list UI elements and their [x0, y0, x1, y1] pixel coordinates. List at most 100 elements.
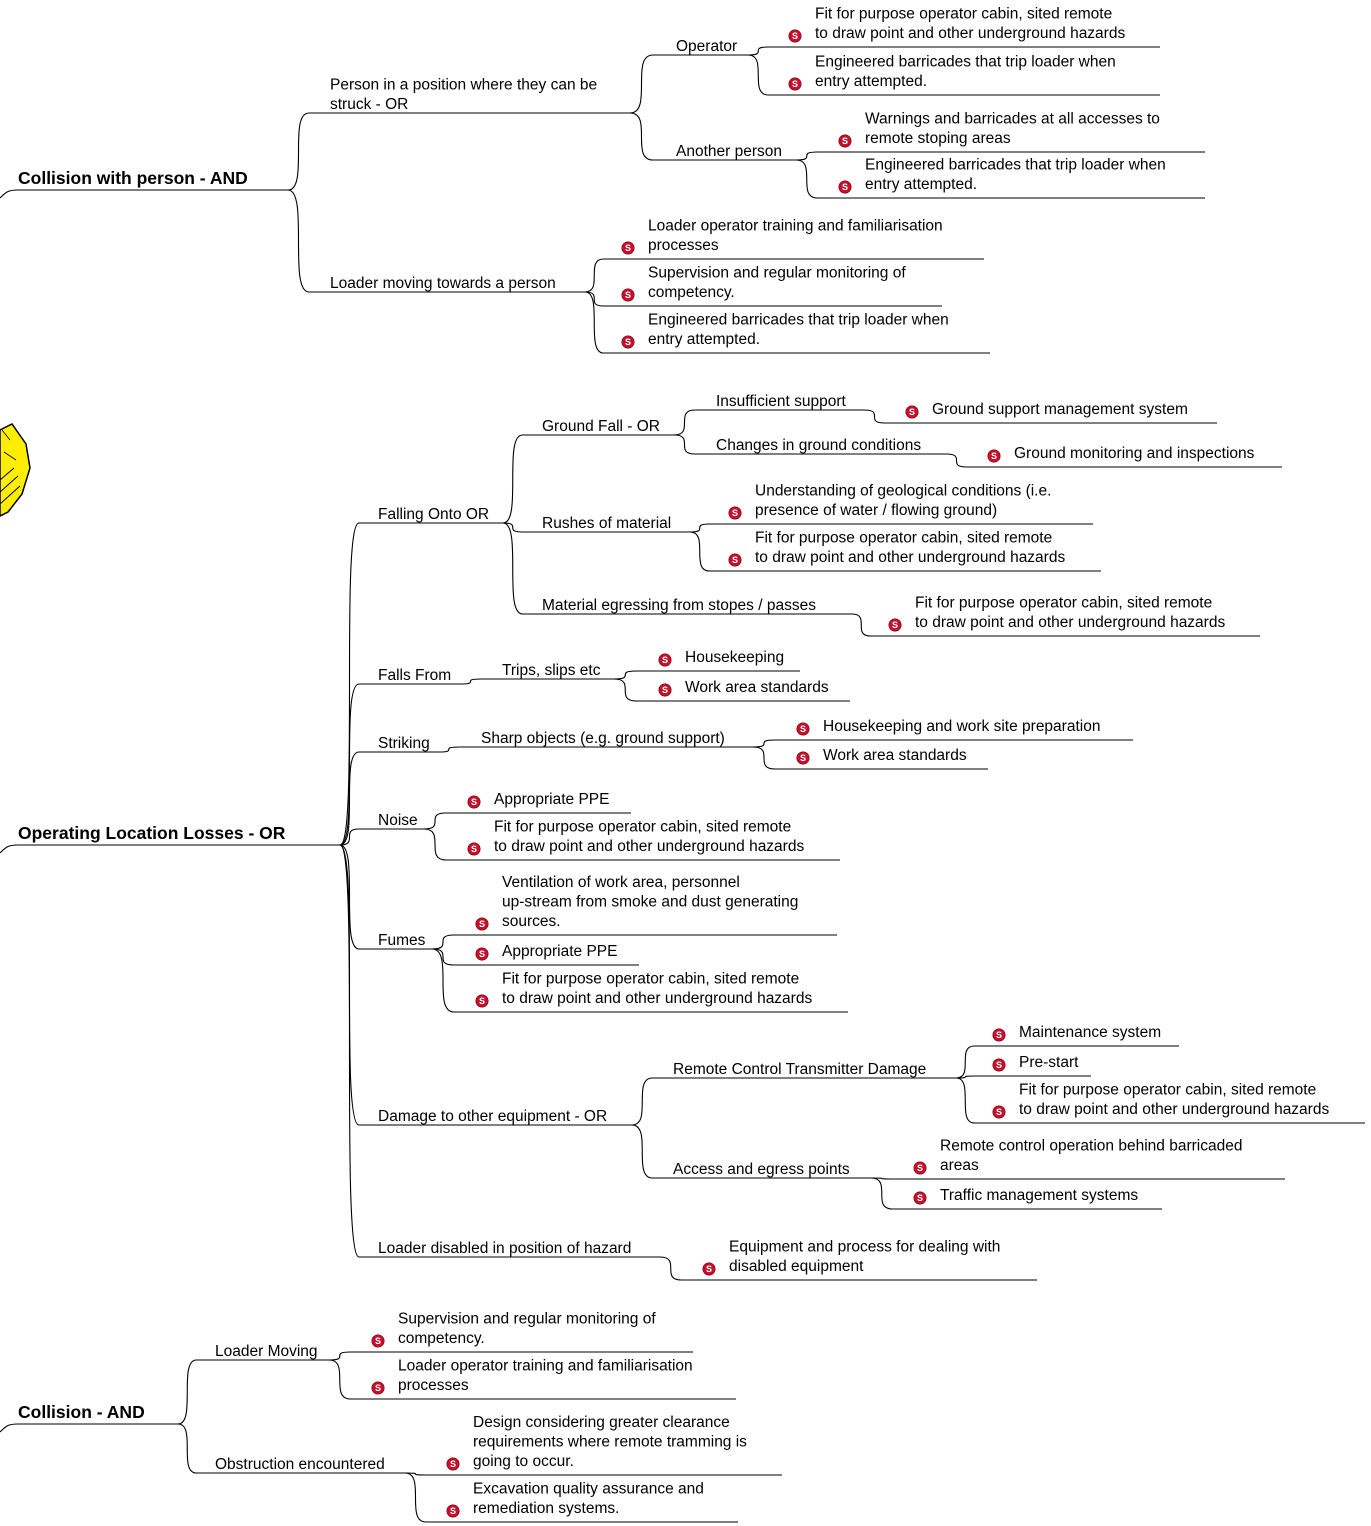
control-s-icon: S [621, 241, 635, 255]
branch-underline [0, 844, 340, 854]
control-label-line: entry attempted. [815, 73, 927, 90]
control-label: Fit for purpose operator cabin, sited re… [502, 971, 812, 1008]
node-fr-line: Rushes of material [542, 515, 671, 532]
control-label-line: Excavation quality assurance and [473, 1481, 704, 1498]
svg-text:S: S [792, 31, 798, 41]
node-fg2-line: Changes in ground conditions [716, 437, 921, 454]
control-label-line: remote stoping areas [865, 130, 1011, 147]
node-ft-line: Trips, slips etc [502, 662, 601, 679]
connector [404, 1472, 447, 1476]
control-label-line: areas [940, 1157, 979, 1174]
control-s-icon: S [467, 842, 481, 856]
connector [747, 54, 789, 96]
svg-text:S: S [917, 1163, 923, 1173]
connector [431, 948, 476, 1013]
connector [673, 409, 716, 436]
svg-text:S: S [842, 136, 848, 146]
control-s-icon: S [475, 917, 489, 931]
connector [423, 812, 468, 830]
control-label-line: Fit for purpose operator cabin, sited re… [494, 819, 791, 836]
node-ff: Falls From [378, 667, 451, 684]
control-s-icon: S [371, 1381, 385, 1395]
control-label-line: going to occur. [473, 1453, 574, 1470]
control-s-icon: S [728, 553, 742, 567]
control-label-line: sources. [502, 913, 561, 930]
control-label-line: Remote control operation behind barricad… [940, 1138, 1242, 1155]
connector [613, 670, 659, 680]
control-label: Maintenance system [1019, 1024, 1161, 1041]
control-label-line: Fit for purpose operator cabin, sited re… [915, 595, 1212, 612]
connector [689, 531, 729, 572]
control-s-icon: S [788, 77, 802, 91]
svg-text:S: S [996, 1107, 1002, 1117]
connector [945, 453, 988, 468]
branch-collision-with-person: Collision with person - AND [18, 168, 248, 188]
control-label: Understanding of geological conditions (… [755, 483, 1051, 520]
control-s-icon: S [796, 722, 810, 736]
connector [287, 112, 330, 191]
svg-text:S: S [479, 919, 485, 929]
branch-underline [0, 1423, 178, 1433]
control-label-line: Fit for purpose operator cabin, sited re… [502, 971, 799, 988]
svg-text:S: S [842, 182, 848, 192]
svg-text:S: S [706, 1264, 712, 1274]
connector-lines [0, 46, 1365, 1523]
svg-text:S: S [471, 797, 477, 807]
connector [287, 189, 330, 293]
connector [863, 409, 906, 424]
control-label-line: Fit for purpose operator cabin, sited re… [1019, 1082, 1316, 1099]
control-label-line: Ground support management system [932, 401, 1188, 418]
control-label: Engineered barricades that trip loader w… [815, 54, 1116, 91]
branch-operating-location-losses: Operating Location Losses - OR [18, 823, 286, 843]
connector [659, 1256, 703, 1281]
control-label-line: Understanding of geological conditions (… [755, 483, 1051, 500]
node-p1b-line: Another person [676, 143, 782, 160]
connector [955, 1075, 993, 1079]
connector [955, 1077, 993, 1124]
node-f-line: Falling Onto OR [378, 506, 489, 523]
node-ff-line: Falls From [378, 667, 451, 684]
node-ae: Access and egress points [673, 1161, 850, 1178]
control-label-line: Engineered barricades that trip loader w… [865, 157, 1166, 174]
control-s-icon: S [658, 683, 672, 697]
control-s-icon: S [913, 1161, 927, 1175]
control-label-line: Appropriate PPE [502, 943, 617, 960]
svg-text:S: S [662, 655, 668, 665]
node-no: Noise [378, 812, 418, 829]
control-label: Fit for purpose operator cabin, sited re… [755, 530, 1065, 567]
svg-text:S: S [991, 451, 997, 461]
node-ob: Obstruction encountered [215, 1456, 385, 1473]
control-label: Fit for purpose operator cabin, sited re… [915, 595, 1225, 632]
connector [629, 112, 676, 161]
svg-text:S: S [662, 685, 668, 695]
control-label-line: Supervision and regular monitoring of [398, 1311, 656, 1328]
control-label-line: up-stream from smoke and dust generating [502, 894, 798, 911]
node-ld-line: Loader disabled in position of hazard [378, 1240, 631, 1257]
control-s-icon: S [371, 1334, 385, 1348]
control-label-line: Loader operator training and familiarisa… [398, 1358, 693, 1375]
control-label-line: Pre-start [1019, 1054, 1079, 1071]
svg-text:S: S [792, 79, 798, 89]
control-label-line: Supervision and regular monitoring of [648, 265, 906, 282]
connector [851, 613, 889, 637]
control-s-icon: S [992, 1028, 1006, 1042]
control-label-line: to draw point and other underground haza… [815, 25, 1125, 42]
control-label: Fit for purpose operator cabin, sited re… [1019, 1082, 1329, 1119]
control-label-line: Ground monitoring and inspections [1014, 445, 1255, 462]
control-s-icon: S [796, 751, 810, 765]
control-label: Fit for purpose operator cabin, sited re… [494, 819, 804, 856]
control-label-line: Engineered barricades that trip loader w… [648, 312, 949, 329]
control-label: Pre-start [1019, 1054, 1079, 1071]
control-label: Appropriate PPE [494, 791, 609, 808]
control-label: Warnings and barricades at all accesses … [865, 111, 1160, 148]
control-s-icon: S [788, 29, 802, 43]
connector [870, 1177, 914, 1180]
node-p1-line: Person in a position where they can be [330, 77, 597, 94]
control-label-line: Warnings and barricades at all accesses … [865, 111, 1160, 128]
control-s-icon: S [728, 506, 742, 520]
node-p1a-line: Operator [676, 38, 737, 55]
